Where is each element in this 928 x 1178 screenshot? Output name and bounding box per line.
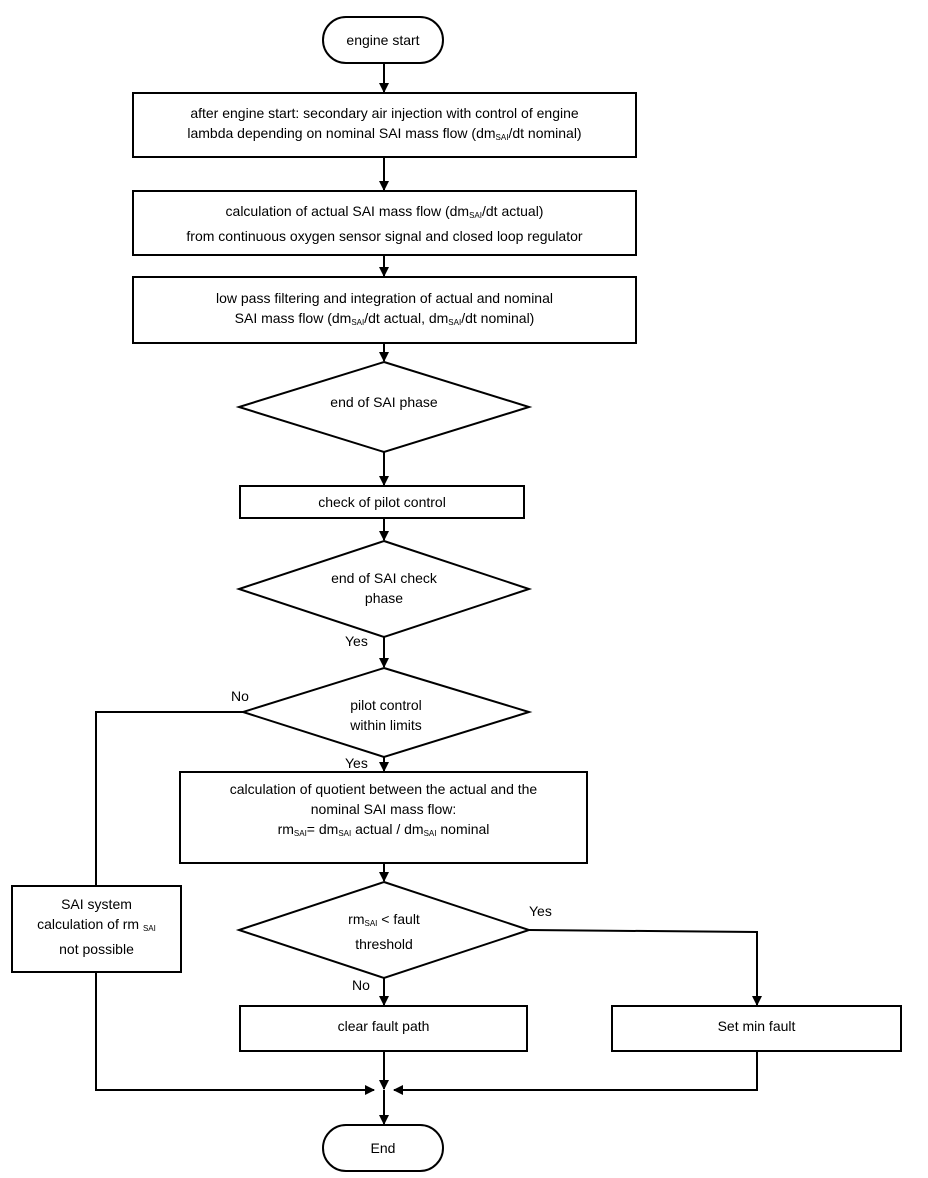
clear-fault-box xyxy=(239,1005,528,1052)
pilot-within-limits-label: pilot control within limits xyxy=(243,694,529,736)
quotient-formula: rmSAI= dmSAI actual / dmSAI nominal xyxy=(277,820,490,838)
quotient-line1: calculation of quotient between the actu… xyxy=(229,780,538,797)
not-possible-line2: calculation of rm SAI xyxy=(37,915,156,933)
end-sai-check-line2: phase xyxy=(364,590,404,606)
actual-mass-flow-line2: from continuous oxygen sensor signal and… xyxy=(186,227,583,244)
quotient-label: calculation of quotient between the actu… xyxy=(180,778,587,844)
end-terminal xyxy=(322,1124,444,1172)
actual-mass-flow-box xyxy=(132,190,637,256)
quotient-box xyxy=(179,771,588,864)
low-pass-line1: low pass filtering and integration of ac… xyxy=(216,289,553,306)
edge-setmin-to-merge xyxy=(393,1051,758,1095)
actual-mass-flow-label: calculation of actual SAI mass flow (dmS… xyxy=(133,191,636,255)
clear-fault-label: clear fault path xyxy=(240,1006,527,1046)
check-pilot-box xyxy=(239,485,525,519)
not-possible-line1: SAI system xyxy=(61,895,132,912)
edge-label-threshold-no: No xyxy=(352,977,370,993)
set-min-fault-text: Set min fault xyxy=(717,1018,796,1034)
end-sai-check-label: end of SAI check phase xyxy=(239,567,529,609)
sai-injection-label: after engine start: secondary air inject… xyxy=(133,93,636,157)
not-possible-label: SAI system calculation of rm SAI not pos… xyxy=(12,886,181,966)
fault-threshold-line1: rmSAI < fault xyxy=(348,910,420,928)
low-pass-label: low pass filtering and integration of ac… xyxy=(133,277,636,343)
edge-notpossible-to-merge xyxy=(95,972,375,1095)
clear-fault-text: clear fault path xyxy=(337,1018,430,1034)
sai-injection-box xyxy=(132,92,637,158)
end-sai-phase-text: end of SAI phase xyxy=(330,394,438,410)
set-min-fault-label: Set min fault xyxy=(612,1006,901,1046)
not-possible-line3: not possible xyxy=(59,940,134,957)
engine-start-label: engine start xyxy=(323,17,443,63)
check-pilot-label: check of pilot control xyxy=(240,486,524,518)
edge-label-pilot-no: No xyxy=(231,688,249,704)
edge-label-threshold-yes: Yes xyxy=(529,903,552,919)
fault-threshold-label: rmSAI < fault threshold xyxy=(239,910,529,952)
low-pass-line2: SAI mass flow (dmSAI/dt actual, dmSAI/dt… xyxy=(234,309,535,327)
end-sai-check-line1: end of SAI check xyxy=(331,570,437,586)
edge-threshold-to-setmin xyxy=(528,929,762,1006)
actual-mass-flow-line1: calculation of actual SAI mass flow (dmS… xyxy=(225,202,544,220)
end-label: End xyxy=(323,1125,443,1171)
sai-injection-line2: lambda depending on nominal SAI mass flo… xyxy=(187,124,582,142)
not-possible-box xyxy=(11,885,182,973)
quotient-line2: nominal SAI mass flow: xyxy=(310,800,457,817)
edge-pilot-no-branch xyxy=(95,711,243,886)
end-sai-phase-label: end of SAI phase xyxy=(239,382,529,422)
end-text: End xyxy=(370,1140,396,1156)
check-pilot-text: check of pilot control xyxy=(318,494,446,510)
pilot-within-limits-line2: within limits xyxy=(350,717,422,733)
engine-start-text: engine start xyxy=(346,32,420,48)
edge-label-end-check-yes: Yes xyxy=(345,633,368,649)
fault-threshold-line2: threshold xyxy=(355,935,413,952)
pilot-within-limits-line1: pilot control xyxy=(350,697,422,713)
low-pass-box xyxy=(132,276,637,344)
edge-label-pilot-yes: Yes xyxy=(345,755,368,771)
sai-injection-line1: after engine start: secondary air inject… xyxy=(190,104,579,121)
set-min-fault-box xyxy=(611,1005,902,1052)
